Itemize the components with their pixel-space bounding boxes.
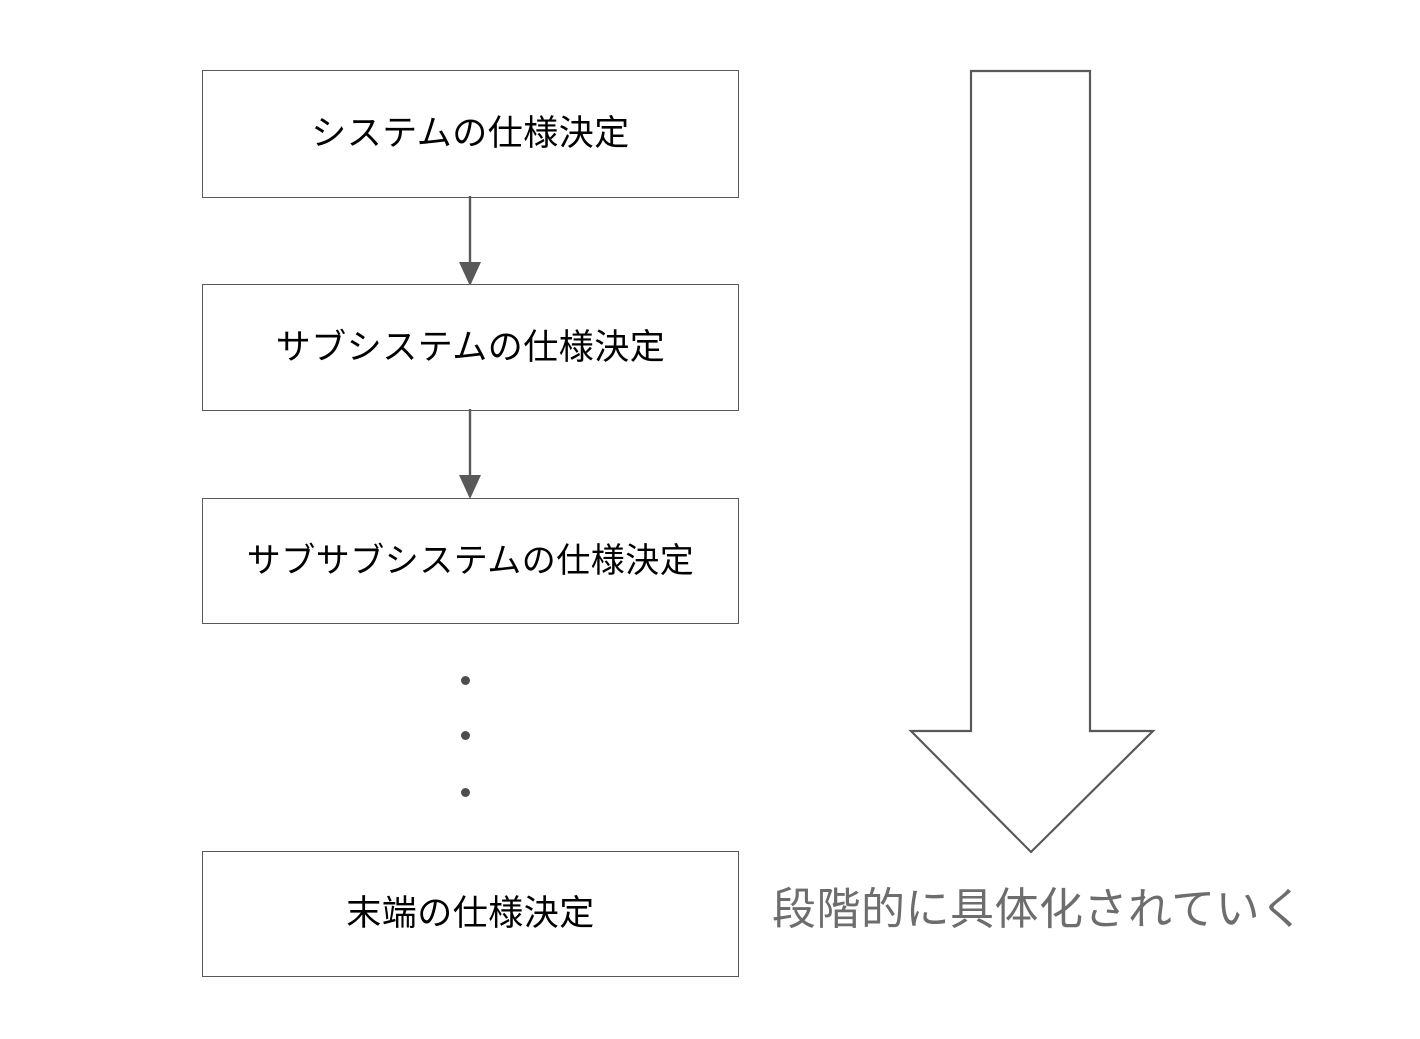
process-box-label-step-1: システムの仕様決定	[311, 114, 630, 153]
connector-arrow-step-1-to-step-2	[440, 196, 500, 288]
process-box-label-step-3: サブサブシステムの仕様決定	[246, 541, 695, 580]
connector-arrow-step-2-to-step-3	[440, 409, 500, 501]
ellipsis-dot-2	[461, 731, 470, 740]
process-box-step-4: 末端の仕様決定	[202, 851, 739, 977]
progression-caption: 段階的に具体化されていく	[772, 885, 1305, 934]
ellipsis-dot-3	[461, 788, 470, 797]
process-box-step-3: サブサブシステムの仕様決定	[202, 498, 739, 624]
vertical-ellipsis	[455, 668, 479, 808]
process-box-label-step-4: 末端の仕様決定	[346, 894, 595, 933]
process-box-label-step-2: サブシステムの仕様決定	[275, 327, 666, 367]
process-box-step-2: サブシステムの仕様決定	[202, 284, 739, 411]
ellipsis-dot-1	[461, 676, 470, 685]
process-box-step-1: システムの仕様決定	[202, 70, 739, 198]
progression-arrow-down-icon	[900, 62, 1165, 862]
